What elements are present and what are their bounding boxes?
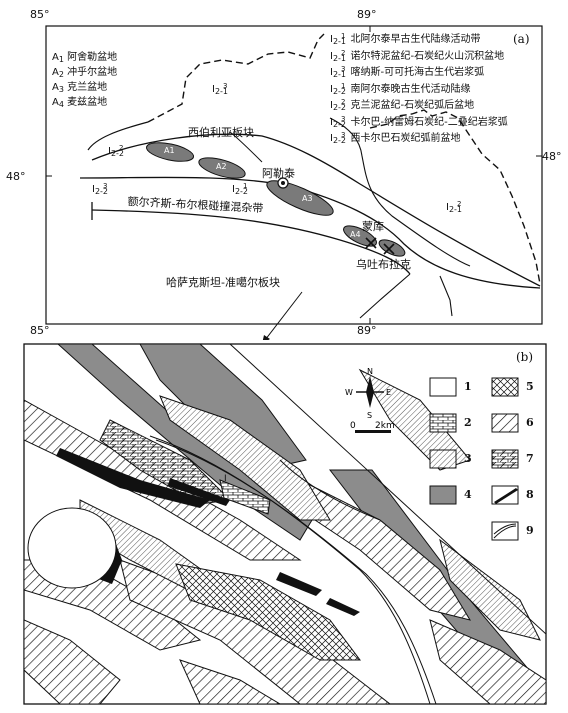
legend: [429, 377, 519, 541]
lon-label-top-left: 85°: [30, 8, 50, 21]
basin-label-a4: A4: [350, 230, 361, 239]
legend-num-8: 8: [526, 488, 534, 501]
wulungu-label: 乌吐布拉克: [356, 258, 411, 271]
lat-label-right: 48°: [542, 150, 562, 163]
unit-label-i21-2: I2-12: [446, 200, 463, 214]
basin-a3: [266, 180, 334, 216]
basin-legend-item: A4 麦兹盆地: [52, 97, 108, 109]
panel-b-label: (b): [516, 350, 534, 364]
basin-label-a3: A3: [302, 194, 313, 203]
basin-label-a1: A1: [164, 146, 175, 155]
ore-body-label-ii: II: [104, 546, 110, 556]
lon-label-bottom-left: 85°: [30, 324, 50, 337]
unit-label-i21-3: I2-13: [212, 82, 229, 96]
unit-label-i22-2: I2-22: [108, 144, 125, 158]
mengku-label: 蒙库: [362, 220, 384, 233]
altay-city-marker: [277, 177, 289, 189]
mine-icon: [365, 237, 395, 255]
scale-zero: 0: [350, 421, 356, 431]
basin-legend-item: A2 冲乎尔盆地: [52, 67, 118, 79]
altay-label: 阿勒泰: [262, 167, 295, 180]
lat-label-left: 48°: [6, 170, 26, 183]
north-arrow-icon: N S E W: [345, 367, 391, 420]
panel-a-map: [45, 25, 543, 340]
legend-num-6: 6: [526, 416, 534, 429]
scale-dist: 2km: [375, 421, 395, 431]
unit-label-i22-1: I2-21: [232, 182, 249, 196]
unit-label-i22-3: I2-23: [92, 182, 109, 196]
compass-w: W: [345, 388, 353, 397]
legend-num-2: 2: [464, 416, 472, 429]
panel-a-label: (a): [513, 32, 530, 46]
basin-legend: A1 阿舍勒盆地 A2 冲乎尔盆地 A3 克兰盆地 A4 麦兹盆地: [52, 50, 117, 110]
scale-bar: 0 2km: [350, 421, 395, 433]
legend-num-1: 1: [464, 380, 472, 393]
basin-a2: [198, 157, 246, 179]
basin-legend-item: A3 克兰盆地: [52, 82, 108, 94]
legend-num-5: 5: [526, 380, 534, 393]
basin-label-a2: A2: [216, 162, 227, 171]
lon-label-bottom-right: 89°: [357, 324, 377, 337]
legend-num-4: 4: [464, 488, 472, 501]
basin-a1: [145, 142, 195, 162]
compass-n: N: [367, 367, 373, 376]
legend-num-3: 3: [464, 452, 472, 465]
siberia-plate-label: 西伯利亚板块: [188, 126, 254, 139]
kazakh-plate-label: 哈萨克斯坦-准噶尔板块: [166, 276, 280, 289]
ore-body-i: [56, 448, 210, 508]
inset-pointer-arrow: [264, 291, 303, 340]
ore-body-label-i: I: [224, 474, 227, 484]
lon-label-top-right: 89°: [357, 8, 377, 21]
compass-s: S: [367, 411, 372, 420]
compass-e: E: [386, 388, 391, 397]
basin-legend-item: A1 阿舍勒盆地: [52, 52, 118, 64]
legend-num-9: 9: [526, 524, 534, 537]
legend-num-7: 7: [526, 452, 534, 465]
